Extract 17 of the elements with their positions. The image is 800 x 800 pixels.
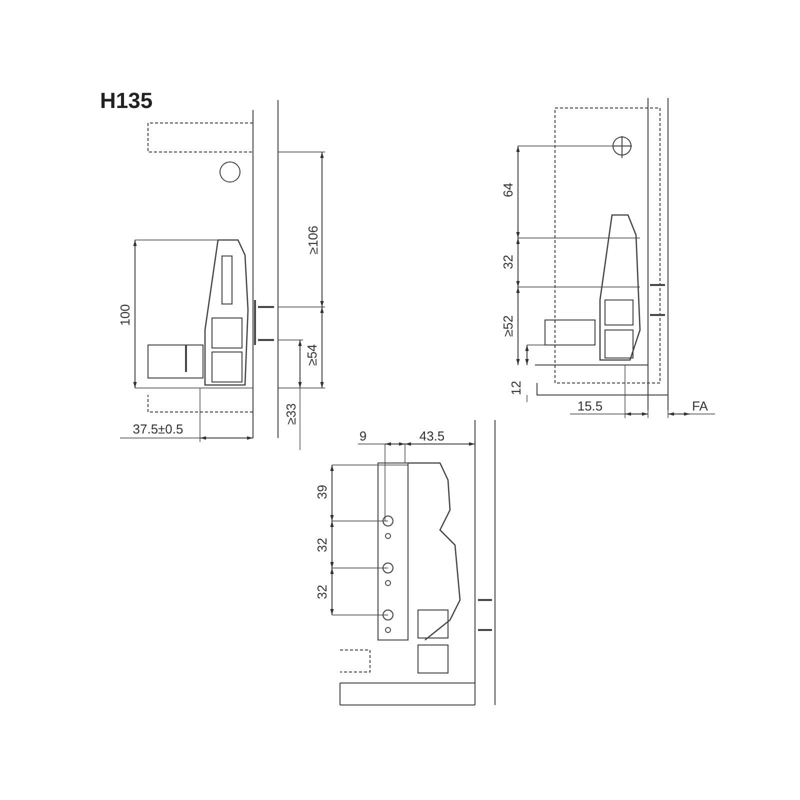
view-title: H135 [100, 88, 153, 114]
dimension-value: 100 [118, 304, 132, 326]
dimension-value: 32 [316, 584, 328, 600]
dimension-value: ≥106 [306, 226, 320, 254]
dimension-value: FA [692, 400, 708, 412]
dimension-value: 9 [359, 430, 367, 442]
dimension-value: ≥52 [502, 315, 514, 337]
dimension-value: ≥33 [284, 403, 298, 425]
dimension-value: 39 [316, 484, 328, 500]
dimension-value: 37.5±0.5 [132, 422, 184, 436]
dimension-value: 15.5 [577, 400, 603, 412]
dimension-value: 12 [510, 380, 522, 396]
dimension-value: 43.5 [419, 430, 445, 442]
dimension-value: 32 [316, 538, 328, 552]
dimension-value: 32 [502, 254, 514, 270]
dimension-value: 64 [502, 182, 514, 198]
dimension-value: ≥54 [306, 344, 318, 366]
